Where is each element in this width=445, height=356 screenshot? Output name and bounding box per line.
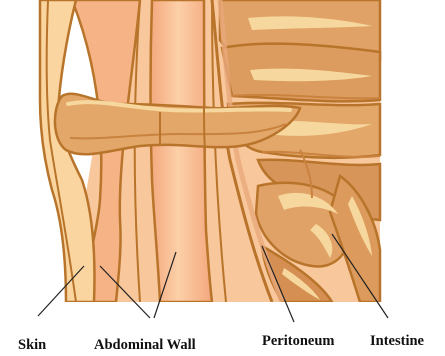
label-skin: Skin bbox=[18, 337, 46, 353]
label-intestine: Intestine bbox=[370, 333, 425, 349]
illustration bbox=[40, 0, 380, 302]
label-abdominal-wall: Abdominal Wall bbox=[94, 337, 196, 353]
abdominal-wall-muscle bbox=[151, 0, 213, 302]
label-peritoneum: Peritoneum bbox=[262, 333, 334, 349]
